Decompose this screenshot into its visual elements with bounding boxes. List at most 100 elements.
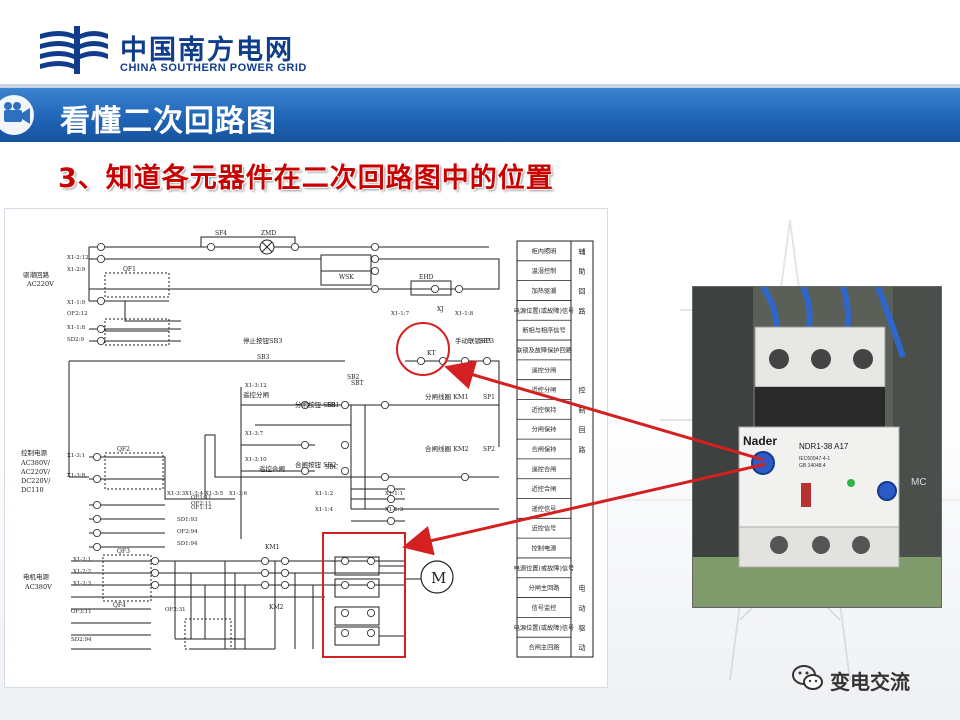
function-row-label: 电源位置(或故障)信号 (514, 624, 575, 632)
relay-photo-drawing: Nader NDR1-38 A17 IEC60947-4-1 GB 14048.… (693, 287, 941, 607)
component-label: KM1 (265, 544, 279, 551)
terminal-circle (460, 472, 469, 481)
terminal-circle (380, 472, 389, 481)
terminal-label: X1-1:8 (455, 311, 474, 317)
function-row-label: 信号监控 (532, 604, 557, 612)
terminal-circle (150, 568, 159, 577)
terminal-label: X1-3:4 (185, 491, 204, 497)
component-label: KM2 (269, 604, 284, 611)
terminal-circle (366, 608, 375, 617)
logo-chinese-name: 中国南方电网 (120, 35, 294, 66)
label-control-v3: DC220V/ (21, 477, 51, 485)
section-heading: 3、知道各元器件在二次回路图中的位置 (58, 163, 554, 194)
terminal-circle (370, 243, 379, 252)
video-camera-icon (0, 95, 34, 135)
component-label: SP1 (483, 394, 495, 401)
terminal-circle (93, 514, 102, 523)
terminal-label: SD1:93 (177, 517, 198, 523)
caption-manual-lock: 手动联锁SP3 (455, 336, 494, 345)
component-label: QF2 (117, 446, 130, 453)
terminal-circle (430, 285, 439, 294)
component-label: ZMD (261, 230, 276, 237)
relay-standard-1: IEC60947-4-1 (799, 456, 830, 462)
terminal-label: OF1:12 (191, 505, 212, 511)
terminal-circle (300, 466, 309, 475)
function-group-char: 驱 (579, 624, 586, 632)
terminal-circle (150, 580, 159, 589)
terminal-circle (280, 580, 289, 589)
component-label: QF3 (117, 548, 130, 555)
terminal-circle (366, 556, 375, 565)
function-row-label: 遥控合闸 (532, 465, 557, 473)
terminal-circle (340, 628, 349, 637)
terminal-circle (300, 400, 309, 409)
terminal-circle (416, 356, 425, 365)
function-row-label: 电源位置(或故障)信号 (514, 564, 575, 572)
caption-remote-close: 遥控合闸 (259, 464, 285, 473)
wechat-watermark: 变电交流 (792, 664, 942, 694)
terminal-label: X1-1:4 (315, 507, 334, 513)
motor-label: M (431, 569, 446, 587)
terminal-label: X1-1:1 (385, 491, 403, 497)
lamp-symbol (259, 239, 275, 255)
function-group-char: 路 (579, 306, 586, 315)
terminal-circle (300, 440, 309, 449)
component-label: WSK (339, 274, 354, 281)
terminal-circle (93, 542, 102, 551)
watermark-text: 变电交流 (830, 670, 910, 694)
terminal-circle (340, 556, 349, 565)
label-lighting-voltage: AC220V (26, 280, 54, 288)
caption-open-button: 分闸按钮 SB1 (295, 400, 336, 409)
terminal-label: OF2:11 (191, 501, 212, 507)
terminal-label: OF2:12 (67, 311, 88, 317)
relay-model: NDR1-38 A17 (799, 442, 849, 451)
function-row-label: 近控保持 (532, 406, 557, 414)
caption-close-coil: 合闸线圈 KM2 (425, 444, 469, 453)
terminal-circle (386, 484, 395, 493)
label-control-v4: DC110 (21, 486, 44, 494)
label-control: 控制电源 (21, 448, 48, 457)
function-group-char: 控 (579, 386, 586, 395)
function-group-char: 助 (579, 267, 586, 276)
terminal-circle (290, 243, 299, 252)
terminal-circle (97, 297, 106, 306)
label-motor-voltage: AC380V (24, 583, 52, 591)
title-banner: 看懂二次回路图 (0, 88, 960, 142)
terminal-circle (386, 504, 395, 513)
terminal-label: OF1:11 (191, 495, 212, 501)
caption-open-coil: 分闸线圈 KM1 (425, 392, 469, 401)
function-group-char: 动 (579, 603, 586, 612)
terminal-circle (206, 243, 215, 252)
function-row-label: 合闸保持 (532, 446, 557, 454)
terminal-circle (340, 400, 349, 409)
terminal-label: X1-2:3 (73, 581, 92, 587)
terminal-circle (340, 440, 349, 449)
function-group-char: 制 (579, 405, 586, 414)
terminal-circle (280, 556, 289, 565)
terminal-circle (370, 255, 379, 264)
terminal-circle (93, 452, 102, 461)
terminal-label: X1-3:5 (205, 491, 224, 497)
component-label: XJ (437, 306, 444, 313)
terminal-circle (386, 494, 395, 503)
function-row-label: 控制电源 (532, 545, 557, 553)
component-label: SF4 (215, 230, 227, 237)
terminal-label: X1-2:12 (67, 255, 89, 261)
terminal-label: X1-1:3 (385, 507, 404, 513)
terminal-label: OF3:11 (71, 609, 92, 615)
component-label: QF4 (113, 602, 126, 609)
function-group-char: 回 (579, 426, 586, 434)
terminal-label: OF2:94 (177, 529, 198, 535)
terminal-circle (97, 336, 106, 345)
terminal-circle (150, 556, 159, 565)
caption-close-button: 合闸按钮 SB2 (295, 460, 336, 469)
component-label: KT (427, 350, 435, 357)
function-table-rows: 柜内照明辅温湿控制助加热驱潮回电源位置(或故障)信号路断相与相序信号联锁及故障保… (514, 247, 586, 652)
component-label: SB1 (327, 402, 339, 409)
secondary-circuit-diagram: 柜内照明辅温湿控制助加热驱潮回电源位置(或故障)信号路断相与相序信号联锁及故障保… (4, 208, 608, 688)
function-group-char: 电 (579, 584, 586, 593)
grid-logo-icon (40, 26, 108, 74)
function-row-label: 加热驱潮 (532, 287, 557, 295)
terminal-label: X1-3:6 (229, 491, 248, 497)
